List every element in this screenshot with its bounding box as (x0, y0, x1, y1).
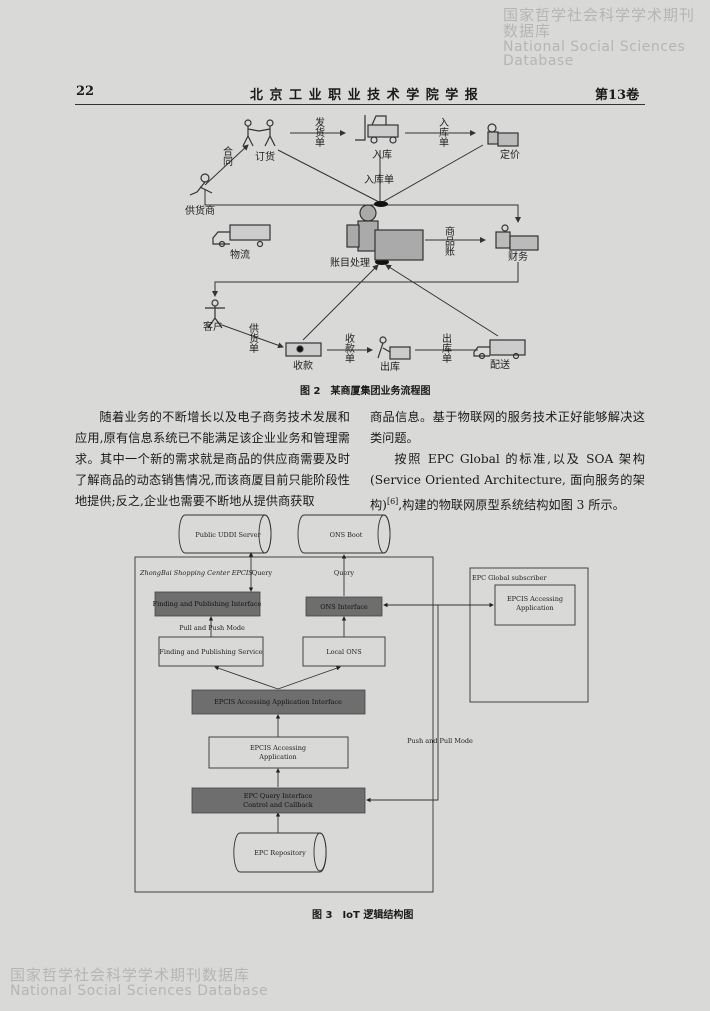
watermark-cn: 国家哲学社会科学学术期刊数据库 (503, 6, 696, 40)
label-contract: 合同 (221, 145, 233, 167)
label-pull-push: Pull and Push Mode (179, 624, 245, 632)
line-finance-customer (212, 262, 519, 297)
label-cashier: 收款 (293, 359, 313, 372)
label-logistics: 物流 (230, 248, 250, 261)
label-supplier: 供货商 (185, 204, 215, 217)
paragraph: 商品信息。基于物联网的服务技术正好能够解决这类问题。 (370, 410, 645, 445)
label-subscriber: EPC Global subscriber (472, 574, 547, 582)
cash-register-icon (285, 342, 322, 357)
customer-icon (205, 299, 225, 329)
label-finance: 财务 (508, 250, 528, 263)
paragraph: 随着业务的不断增长以及电子商务技术发展和应用,原有信息系统已不能满足该企业业务和… (75, 410, 350, 508)
label-query-left: Query (252, 569, 272, 577)
ons-boot-cylinder (297, 514, 391, 554)
line-supplier-order (204, 144, 249, 186)
label-epc-query-line2: Control and Callback (243, 801, 313, 809)
label-pricing: 定价 (500, 148, 520, 161)
label-outbound-note: 出库单 (440, 332, 452, 364)
label-epc-query-line1: EPC Query Interface (244, 792, 313, 800)
pricing-worker-icon (487, 123, 519, 147)
label-sub-app-line2: Application (515, 604, 553, 612)
line-delivery-hub (385, 264, 499, 337)
finance-worker-icon (495, 224, 539, 251)
label-accounting: 账目处理 (330, 257, 370, 269)
figure3-diagram: Public UDDI Server ONS Boot ZhongBai Sho… (134, 514, 589, 893)
label-warehousing-note-top: 入库单 (437, 117, 449, 148)
watermark-cn: 国家哲学社会科学学术期刊数据库 (10, 966, 251, 984)
label-delivery: 配送 (490, 358, 510, 371)
label-epcis-app-line1: EPCIS Accessing (250, 744, 306, 752)
supplier-icon (189, 173, 213, 196)
label-epc-repository: EPC Repository (254, 849, 306, 857)
page-number: 22 (76, 84, 95, 99)
label-push-pull: Push and Pull Mode (407, 737, 473, 745)
label-warehousing-note-center: 入库单 (364, 173, 394, 186)
ons-interface-box (305, 596, 383, 617)
paragraph-text: 按照 EPC Global 的标准,以及 SOA 架构(Service Orie… (370, 452, 645, 513)
label-ons-boot: ONS Boot (330, 531, 363, 539)
figure2-caption: 图 2 某商厦集团业务流程图 (300, 386, 431, 397)
label-warehousing: 入库 (372, 148, 392, 161)
epcis-container-box (134, 556, 434, 893)
watermark-en: National Social Sciences Database (503, 38, 686, 70)
hub-dot-top (374, 201, 388, 207)
label-sub-app-line1: EPCIS Accessing (507, 595, 563, 603)
watermark-top: 国家哲学社会科学学术期刊数据库 National Social Sciences… (503, 6, 710, 70)
subscriber-box (469, 567, 589, 703)
line-cashier-hub (302, 264, 379, 341)
figure2-diagram: 订货 合同 发货单 入库 入库单 定价 供货商 入库单 物流 账目处理 商品账 … (185, 115, 539, 373)
watermark-en: National Social Sciences Database (10, 982, 269, 999)
label-epcis-app-line2: Application (258, 753, 296, 761)
handshake-icon (242, 119, 276, 147)
label-query-right: Query (334, 569, 354, 577)
watermark-bottom: 国家哲学社会科学学术期刊数据库 National Social Sciences… (10, 966, 269, 999)
epcis-app-box (208, 736, 349, 769)
label-outbound: 出库 (380, 360, 400, 373)
public-uddi-cylinder (178, 514, 272, 554)
label-finding-service: Finding and Publishing Service (159, 648, 262, 656)
label-epcis-app-interface: EPCIS Accessing Application Interface (214, 698, 342, 706)
citation-ref: [6] (386, 497, 399, 506)
finding-interface-box (154, 591, 261, 617)
label-local-ons: Local ONS (326, 648, 361, 656)
label-epcis-container: ZhongBai Shopping Center EPCIS (139, 569, 253, 577)
label-supply-note: 供货单 (247, 322, 259, 354)
epc-repository-cylinder (233, 832, 327, 873)
line-order-hub (277, 149, 382, 204)
label-goods-account: 商品账 (443, 225, 455, 257)
label-order: 订货 (255, 150, 275, 163)
volume: 第13卷 (595, 88, 640, 103)
subscriber-app-box (494, 584, 576, 626)
header-rule (75, 104, 645, 105)
line-pricing-hub (380, 144, 484, 204)
label-ons-interface: ONS Interface (320, 603, 368, 611)
paragraph-text: ,构建的物联网原型系统结构如图 3 所示。 (398, 498, 625, 513)
label-finding-interface: Finding and Publishing Interface (153, 600, 262, 608)
forklift-icon (355, 115, 399, 144)
label-customer: 客户 (203, 320, 223, 333)
line-hub-finance (204, 190, 521, 223)
accounting-worker-icon (346, 204, 424, 261)
truck-icon (212, 224, 271, 248)
figure3-caption: 图 3 IoT 逻辑结构图 (312, 910, 414, 921)
line-customer-cashier (221, 324, 284, 349)
label-public-uddi: Public UDDI Server (195, 531, 261, 539)
delivery-truck-icon (473, 339, 526, 360)
label-receipt-note: 收款单 (343, 332, 355, 364)
body-left-column: 随着业务的不断增长以及电子商务技术发展和应用,原有信息系统已不能满足该企业业务和… (75, 407, 350, 512)
body-right-column: 商品信息。基于物联网的服务技术正好能够解决这类问题。 按照 EPC Global… (370, 407, 645, 516)
epc-query-interface-box (191, 787, 366, 814)
paragraph: 按照 EPC Global 的标准,以及 SOA 架构(Service Orie… (370, 449, 645, 516)
journal-title: 北 京 工 业 职 业 技 术 学 院 学 报 (250, 88, 479, 103)
label-shipping-note: 发货单 (313, 116, 325, 148)
outbound-worker-icon (377, 336, 411, 360)
epcis-app-interface-box (191, 689, 366, 715)
